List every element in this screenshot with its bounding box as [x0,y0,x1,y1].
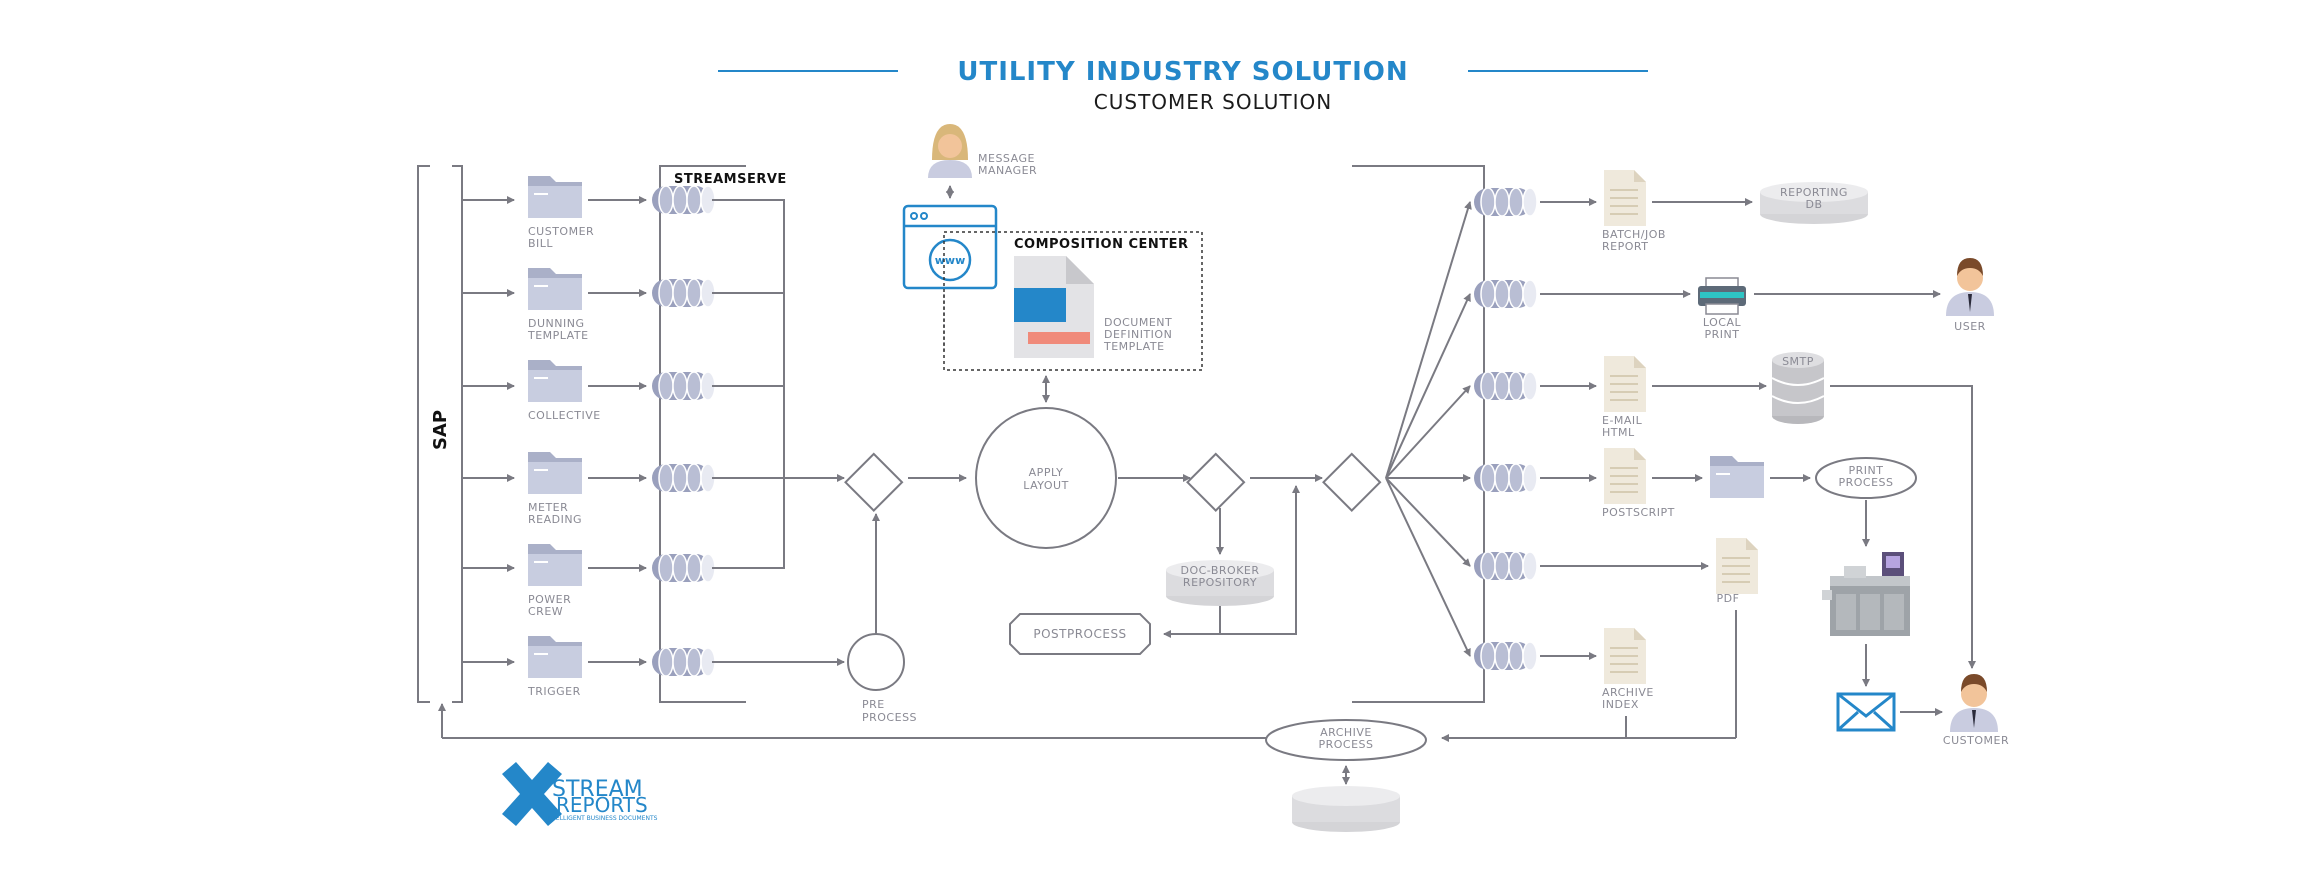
streamserve-bracket [659,165,746,703]
batch-report-document-icon [1604,170,1646,226]
customer-label: CUSTOMER [1943,734,2009,747]
postprocess-label: POSTPROCESS [1033,627,1126,641]
decision-diamond-merge [844,452,904,512]
queue-icon [652,647,716,677]
page-subtitle: CUSTOMER SOLUTION [1094,90,1332,114]
folder-icon [528,176,582,218]
folder-icon [1710,456,1764,498]
customer-person-icon [1950,674,1998,732]
decision-diamond-distribute [1322,452,1382,512]
print-process-ellipse [1815,457,1917,499]
queue-icon [1474,641,1538,671]
composition-center-box [943,231,1203,371]
streamserve-label: STREAMSERVE [674,172,787,187]
svg-text:STREAM: STREAM [552,777,643,802]
production-printer-icon [1822,552,1910,636]
doc-broker-repository-icon [1166,560,1274,606]
apply-layout-circle [975,407,1117,549]
folder-icon [528,544,582,586]
archive-index-document-icon [1604,628,1646,684]
queue-icon [652,553,716,583]
queue-icon [652,278,716,308]
svg-text:INTELLIGENT BUSINESS DOCUMENTS: INTELLIGENT BUSINESS DOCUMENTS [546,815,658,822]
message-manager-person-icon [928,124,972,178]
queue-icon [652,185,716,215]
svg-text:REPORTS: REPORTS [556,793,648,817]
pre-process-circle [847,633,905,691]
sap-bracket [417,165,515,703]
folder-icon [528,452,582,494]
pdf-document-icon [1716,538,1758,594]
folder-icon [528,268,582,310]
queue-icon [1474,371,1538,401]
user-label: USER [1954,320,1986,333]
archive-process-ellipse [1265,719,1427,761]
postprocess-shape [1009,613,1151,655]
queue-icon [1474,551,1538,581]
envelope-icon [1836,692,1896,732]
fan-out-arrows [1385,201,1472,657]
sap-label: SAP [430,410,451,450]
xstream-reports-logo: STREAM REPORTS INTELLIGENT BUSINESS DOCU… [502,762,658,826]
email-html-document-icon [1604,356,1646,412]
doc-label-trigger: TRIGGER [527,685,581,698]
decision-diamond-broker [1186,452,1246,512]
printer-icon [1698,277,1746,315]
user-person-icon [1946,258,1994,316]
smtp-server-icon [1771,352,1825,424]
folder-icon [528,360,582,402]
queue-icon [1474,463,1538,493]
browser-icon [902,204,998,290]
browser-www-label: www [935,254,966,267]
output-bracket [1352,165,1485,703]
queue-icon [652,463,716,493]
queue-icon [652,371,716,401]
reporting-db-icon [1760,182,1868,224]
archive-database-icon [1292,786,1400,832]
pdf-label: PDF [1717,592,1740,605]
queue-icon [1474,187,1538,217]
merge-lines [712,199,845,666]
document-template-icon [1014,256,1094,358]
postscript-label: POSTSCRIPT [1602,506,1675,519]
folder-icon [528,636,582,678]
doc-label-collective: COLLECTIVE [528,409,601,422]
page-title: UTILITY INDUSTRY SOLUTION [957,57,1408,87]
composition-center-title: COMPOSITION CENTER [1014,237,1189,252]
postscript-document-icon [1604,448,1646,504]
queue-icon [1474,279,1538,309]
smtp-label: SMTP [1782,355,1814,368]
